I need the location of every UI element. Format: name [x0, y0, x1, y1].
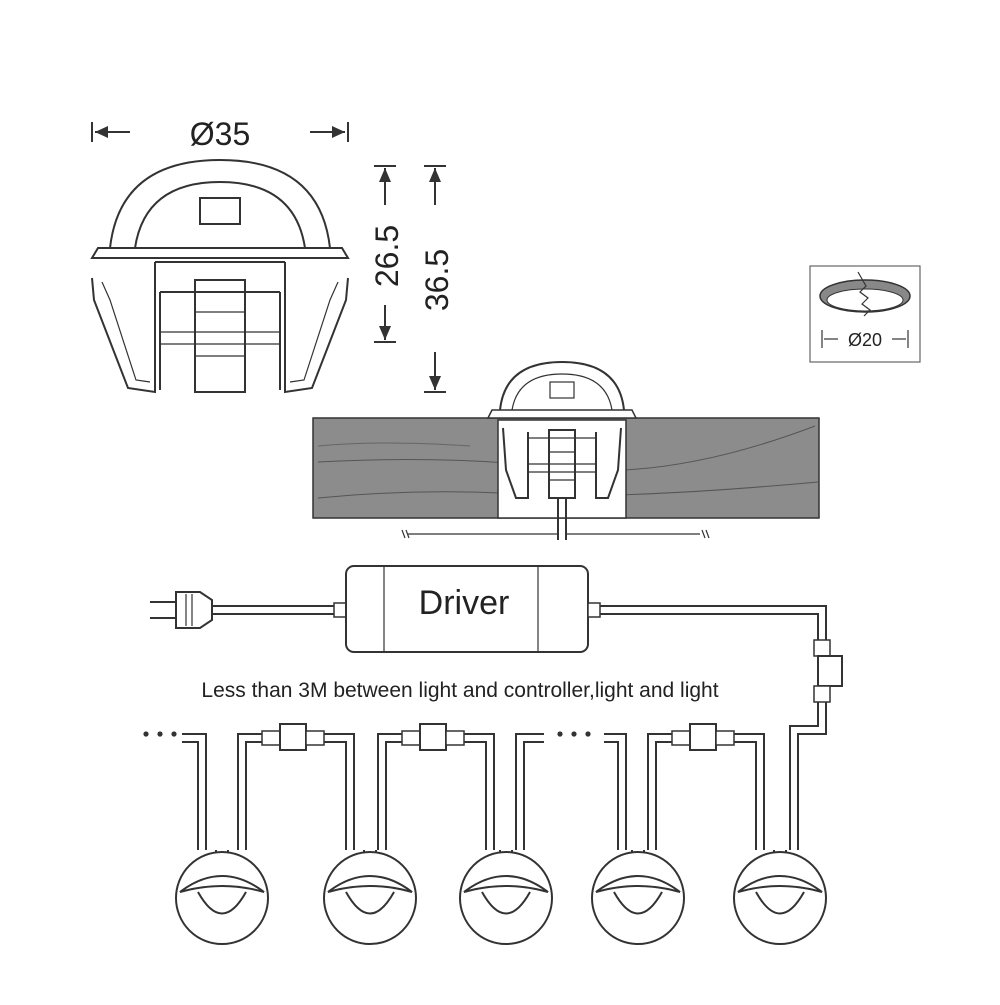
total-height-label: 36.5 [419, 249, 455, 311]
power-plug [150, 591, 347, 629]
width-label: Ø35 [190, 116, 250, 152]
driver-output-cable [587, 602, 843, 850]
driver-box: Driver [345, 565, 589, 653]
hole-label: Ø20 [848, 330, 882, 350]
continuation-dots-middle [557, 731, 591, 737]
fixture-front-view [90, 158, 350, 394]
connector-1 [237, 723, 355, 850]
width-dimension: Ø35 [91, 116, 349, 152]
light-fixture-5 [733, 850, 827, 945]
total-height-dimension: 36.5 [419, 165, 455, 393]
height-label: 26.5 [369, 225, 405, 287]
light-fixture-2 [323, 850, 417, 945]
light-fixture-1 [175, 850, 269, 945]
distance-note: Less than 3M between light and controlle… [201, 679, 718, 702]
connector-2 [377, 723, 495, 850]
continuation-dots-left [143, 731, 177, 737]
hole-size-inset: Ø20 [809, 265, 921, 363]
loose-leads [182, 733, 627, 850]
connector-3 [647, 723, 765, 850]
installed-view [312, 360, 820, 540]
height-dimension: 26.5 [369, 165, 405, 343]
light-fixture-3 [459, 850, 553, 945]
light-fixture-4 [591, 850, 685, 945]
driver-label: Driver [419, 584, 510, 622]
